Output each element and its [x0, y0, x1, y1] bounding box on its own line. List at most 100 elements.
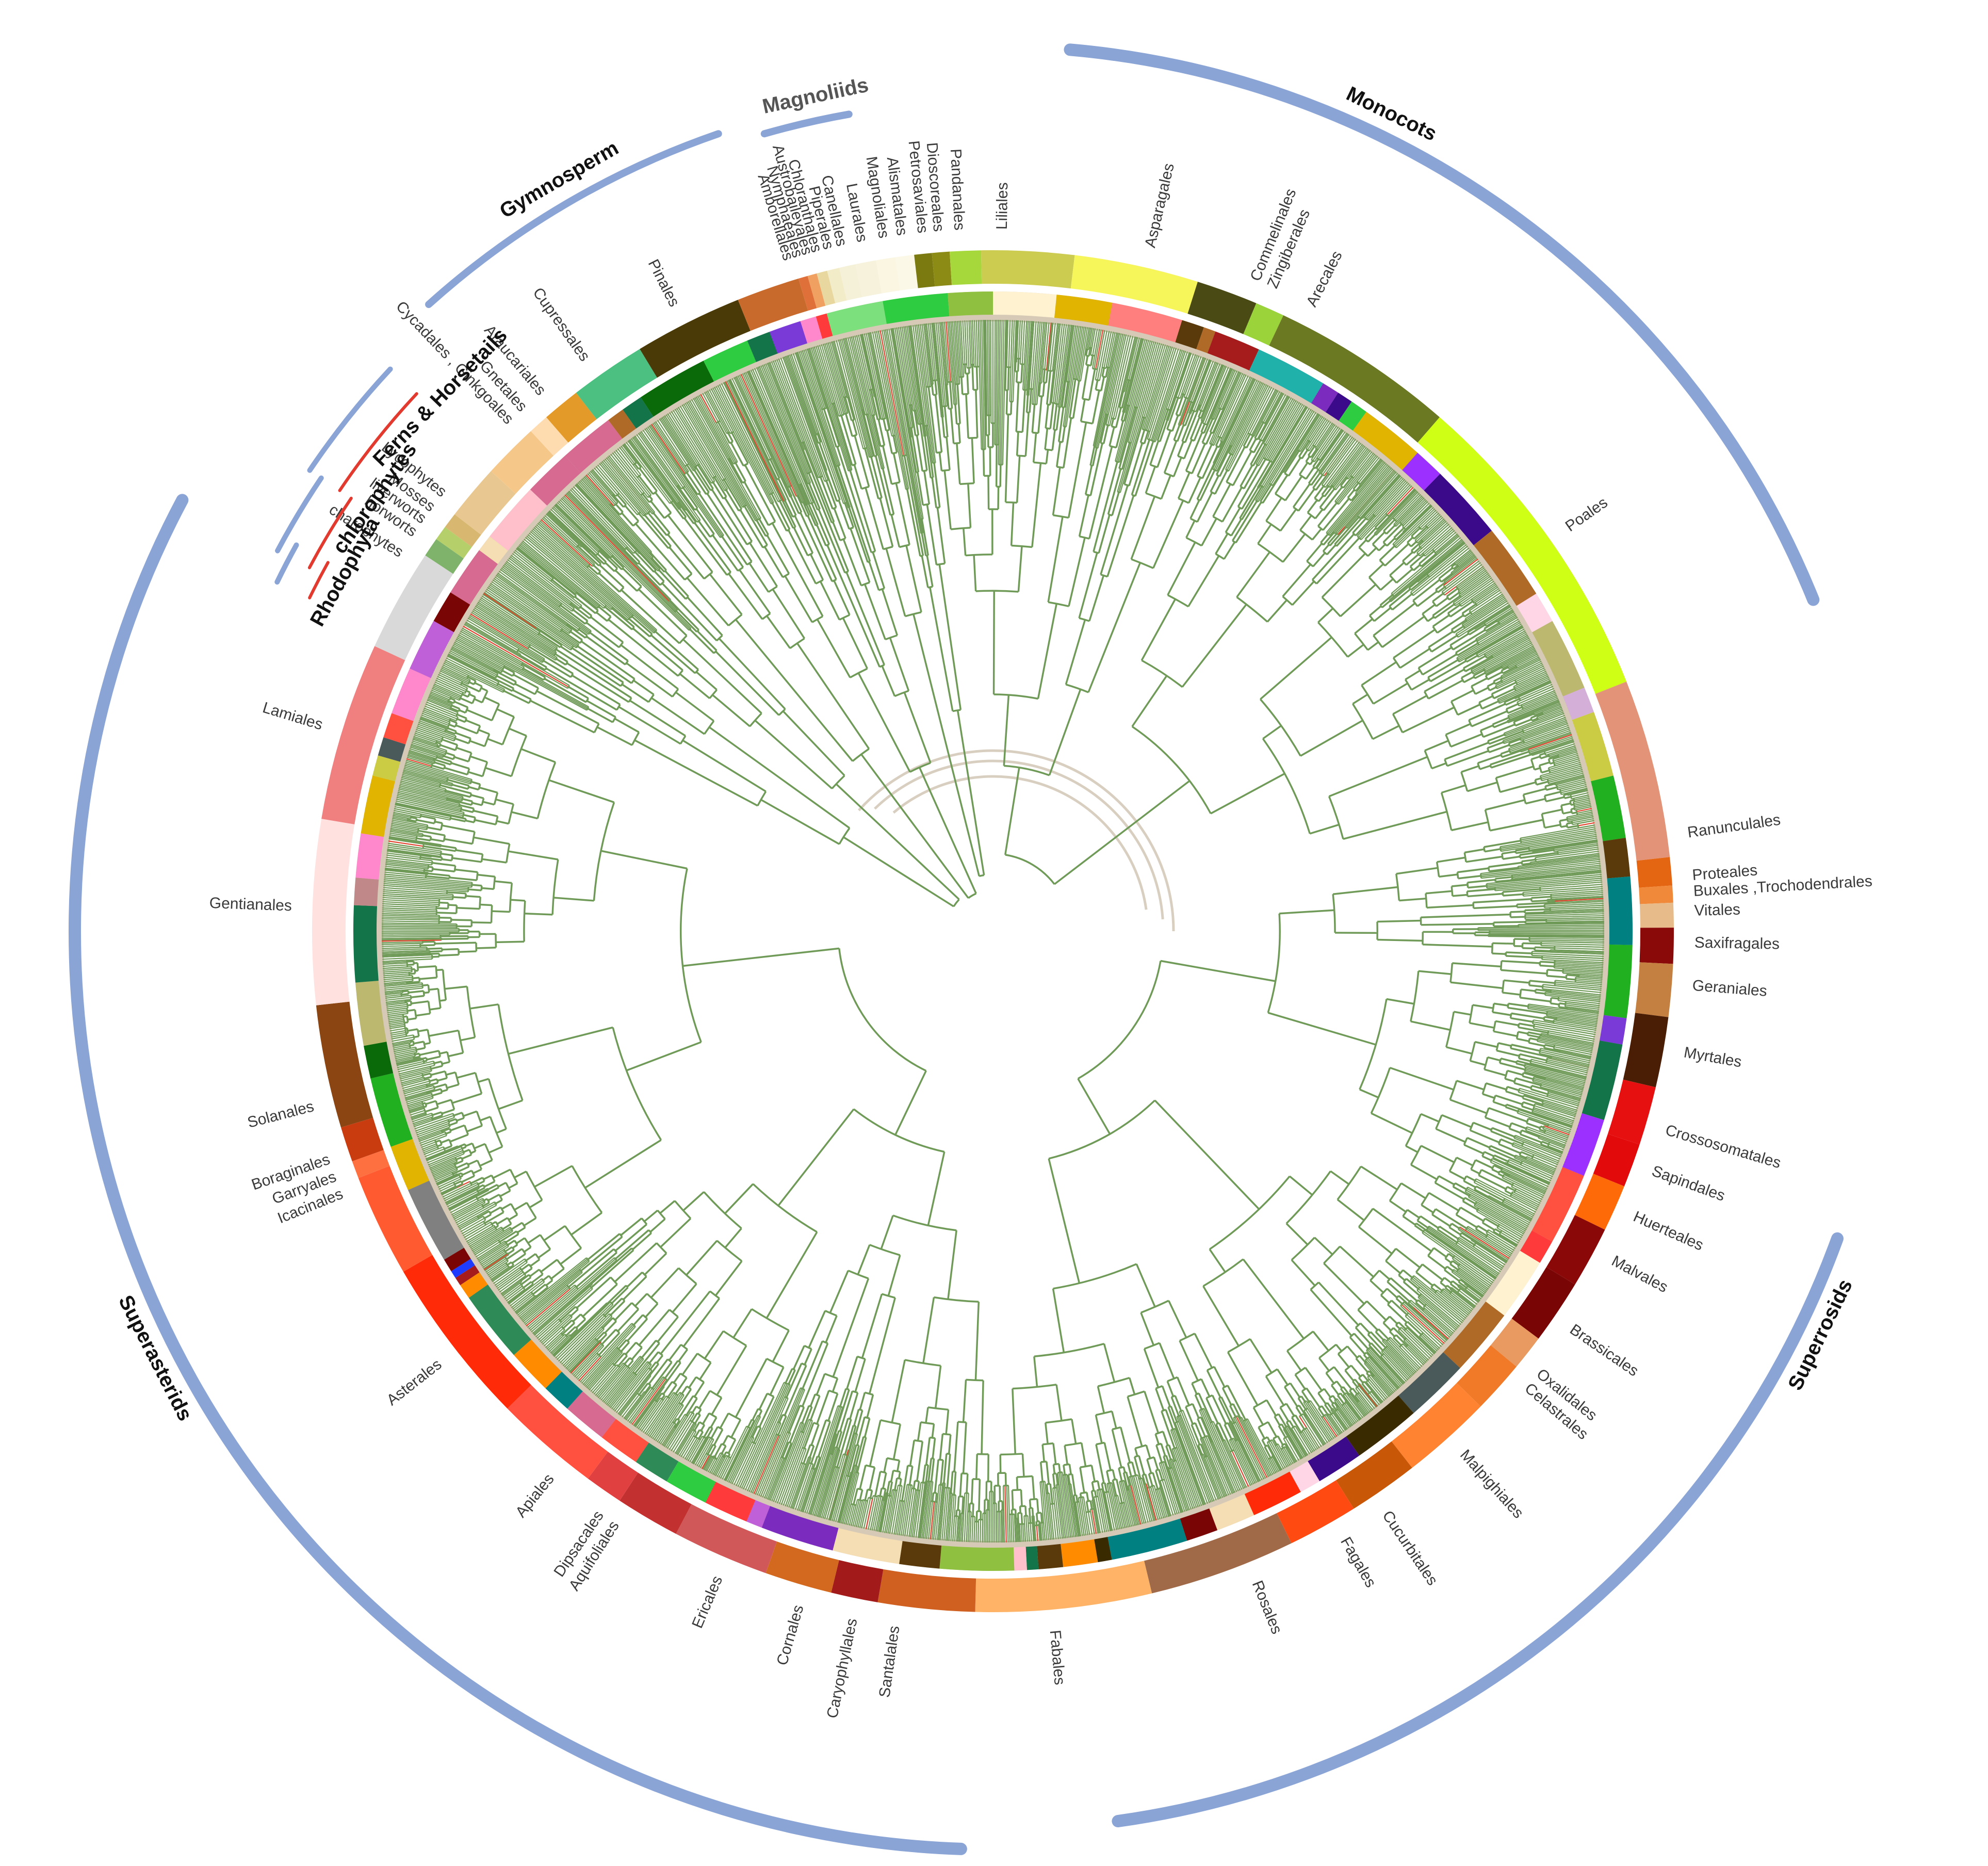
tree-internal-branch [1373, 683, 1407, 704]
tree-node-arc [1561, 805, 1563, 814]
tree-internal-branch [958, 1497, 959, 1511]
tree-node-arc [839, 948, 926, 1070]
tree-internal-branch [910, 1440, 914, 1466]
tree-internal-branch [1090, 1501, 1092, 1509]
tree-internal-branch [926, 1407, 928, 1423]
tree-internal-branch [1098, 1481, 1099, 1490]
tree-leaf-branch [1044, 1522, 1045, 1540]
tree-internal-branch [967, 374, 968, 394]
tree-internal-branch [1191, 417, 1199, 439]
tree-node-arc [1560, 789, 1561, 794]
tree-internal-branch [881, 1215, 893, 1249]
tree-node-arc [1053, 515, 1068, 518]
tree-internal-branch [962, 377, 963, 395]
tree-internal-branch [1464, 1145, 1484, 1154]
tree-node-arc [968, 894, 976, 898]
tree-node-arc [954, 899, 959, 906]
tree-internal-branch [1494, 1003, 1508, 1005]
tree-internal-branch [1025, 413, 1029, 456]
tree-internal-branch [1521, 989, 1536, 991]
tree-internal-branch [1454, 1012, 1471, 1015]
tree-node-arc [1156, 1386, 1163, 1389]
tree-internal-branch [1089, 369, 1095, 400]
tree-node-arc [1509, 1123, 1511, 1129]
tree-internal-branch [1308, 500, 1317, 512]
tree-internal-branch [1093, 391, 1099, 424]
tree-internal-branch [1333, 887, 1398, 895]
tree-internal-branch [1419, 971, 1452, 974]
tree-internal-branch [1451, 690, 1473, 702]
tree-internal-branch [1475, 688, 1488, 694]
tree-internal-branch [933, 1438, 935, 1458]
tree-node-arc [1445, 759, 1447, 766]
tree-node-arc [1176, 397, 1180, 399]
tree-node-arc [790, 496, 792, 497]
tree-node-arc [1102, 367, 1106, 368]
tree-node-arc [1524, 1064, 1525, 1067]
tree-node-arc [1522, 729, 1524, 733]
tree-internal-branch [1096, 380, 1098, 390]
tree-node-arc [1155, 1432, 1163, 1434]
tree-internal-branch [1368, 642, 1379, 650]
tree-internal-branch [1140, 430, 1144, 443]
tree-internal-branch [1340, 1246, 1374, 1277]
tree-node-arc [1567, 793, 1568, 795]
tree-internal-branch [1399, 1275, 1405, 1280]
tree-node-arc [1155, 1488, 1160, 1490]
tree-node-arc [849, 507, 850, 508]
tree-node-arc [1042, 1443, 1053, 1445]
tree-internal-branch [1156, 1445, 1162, 1463]
tree-internal-branch [922, 556, 928, 588]
tree-node-arc [1393, 714, 1402, 733]
tree-internal-branch [1275, 1416, 1280, 1425]
tree-node-arc [1429, 647, 1432, 652]
tree-internal-branch [1128, 1463, 1132, 1476]
tree-internal-branch [1516, 1063, 1525, 1065]
tree-internal-branch [937, 508, 944, 563]
tree-node-arc [1066, 685, 1088, 692]
tree-internal-branch [596, 612, 607, 621]
tree-internal-branch [1507, 1087, 1519, 1091]
tree-internal-branch [783, 711, 844, 775]
tree-node-arc [1160, 1480, 1164, 1481]
tree-internal-branch [1476, 1160, 1493, 1168]
tree-node-arc [1119, 1481, 1124, 1482]
tree-internal-branch [906, 545, 921, 612]
tree-internal-branch [1136, 1264, 1155, 1307]
tree-internal-branch [1110, 427, 1114, 446]
tree-node-arc [1064, 1464, 1070, 1465]
tree-internal-branch [1161, 475, 1170, 499]
tree-node-arc [802, 450, 804, 451]
tree-node-arc [934, 1297, 979, 1302]
tree-node-arc [1480, 731, 1483, 737]
tree-internal-branch [1396, 1325, 1400, 1328]
tree-internal-branch [1054, 781, 1189, 884]
tree-node-arc [1480, 873, 1481, 878]
tree-node-arc [1184, 397, 1188, 399]
tree-internal-branch [695, 523, 731, 572]
tree-leaf-branch [1042, 1523, 1044, 1540]
tree-leaf-branch [972, 1517, 973, 1543]
tree-internal-branch [1064, 1465, 1065, 1475]
tree-internal-branch [1461, 766, 1479, 772]
tree-internal-branch [1161, 1443, 1165, 1456]
tree-internal-branch [561, 646, 621, 686]
tree-node-arc [1464, 1282, 1465, 1284]
tree-internal-branch [966, 394, 968, 438]
tree-node-arc [763, 545, 767, 548]
tree-node-arc [790, 639, 805, 648]
tree-internal-branch [1508, 1003, 1528, 1006]
tree-internal-branch [1086, 1501, 1088, 1512]
tree-node-arc [1485, 810, 1490, 831]
tree-internal-branch [1082, 365, 1088, 399]
tree-leaf-branch [1026, 1516, 1028, 1542]
tree-internal-branch [1489, 863, 1522, 867]
tree-internal-branch [1201, 1379, 1210, 1397]
tree-internal-branch [1525, 920, 1546, 921]
tree-internal-branch [1355, 1380, 1359, 1384]
tree-internal-branch [1471, 1170, 1480, 1174]
tree-internal-branch [1432, 763, 1446, 768]
tree-internal-branch [1018, 359, 1019, 371]
tree-node-arc [1178, 456, 1184, 459]
tree-internal-branch [1527, 1035, 1539, 1037]
